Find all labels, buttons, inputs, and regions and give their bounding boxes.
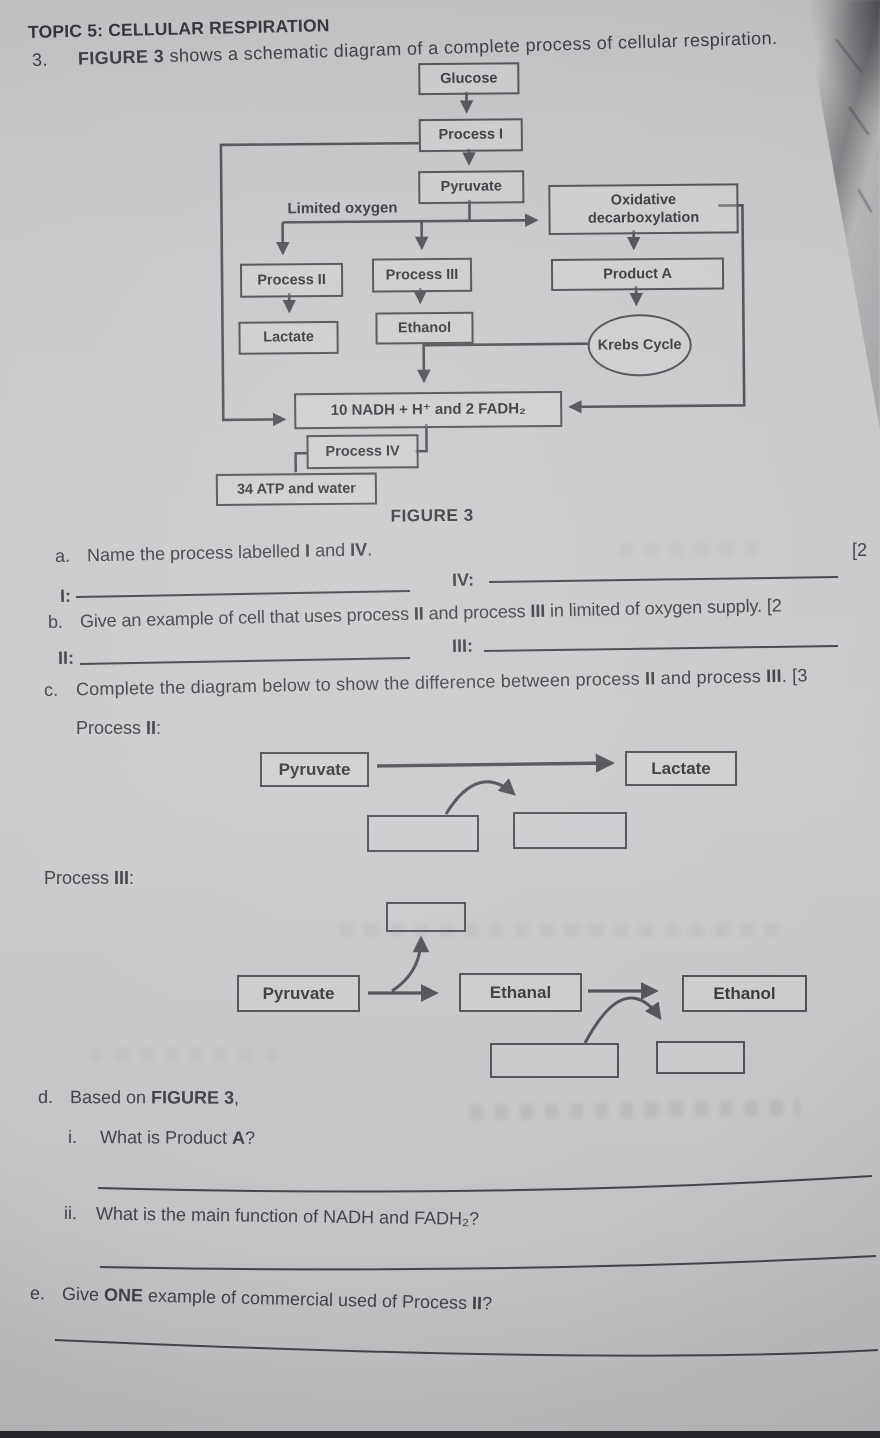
process3-label-text: Process [44, 868, 115, 888]
answer-line-IV [488, 576, 839, 583]
c3-empty-box-top [386, 902, 466, 932]
c2-empty-box-right [513, 812, 627, 849]
process3-diagram-label: Process III: [44, 868, 134, 889]
curved-arrow-process2-cofactor [444, 778, 516, 815]
answer-line-II [79, 657, 411, 665]
c3-pyruvate-box: Pyruvate [237, 975, 360, 1012]
process3-label-colon: : [129, 868, 135, 888]
figure3-flowchart: Glucose Process I Pyruvate Limited oxyge… [0, 0, 880, 544]
c3-empty-box-bottom-right [656, 1041, 745, 1074]
answer-line-III [483, 645, 839, 652]
arrow-pyruvate-to-oxidative [282, 213, 539, 228]
process2-label-colon: : [156, 718, 162, 738]
answer-line-d-i [97, 1175, 873, 1193]
question-a-marks: [2 [852, 540, 868, 560]
scan-bottom-edge [0, 1431, 880, 1438]
process2-diagram-label: Process II: [76, 718, 161, 739]
answer-line-d-ii [99, 1255, 877, 1271]
arrow-process1-to-nadh [219, 141, 419, 427]
elbow-nadh-to-process4 [415, 424, 428, 453]
arrow-oxidative-to-nadh [568, 204, 746, 414]
curved-arrow-to-top-box [391, 935, 430, 993]
process3-label-bold: III [114, 868, 130, 888]
c2-pyruvate-box: Pyruvate [260, 752, 369, 787]
c3-empty-box-bottom-left [490, 1043, 619, 1078]
arrow-krebs-to-nadh [417, 342, 588, 384]
elbow-process4-to-atp [294, 451, 307, 473]
flowchart-arrows [219, 91, 746, 473]
process2-label-bold: II [146, 718, 157, 738]
comparison-arrows [368, 753, 662, 1044]
c2-lactate-box: Lactate [625, 751, 737, 786]
c2-empty-box-left [367, 815, 479, 852]
answer-line-I [75, 590, 411, 598]
answer-line-e [54, 1339, 879, 1357]
process2-label-text: Process [76, 718, 147, 738]
arrow-pyruvate-to-lactate [376, 753, 615, 773]
c3-ethanal-box: Ethanal [459, 973, 582, 1012]
c3-ethanol-box: Ethanol [682, 975, 807, 1012]
curved-arrow-process3-cofactor [583, 996, 662, 1044]
comparison-diagrams: Process II: Pyruvate Lactate Process III… [0, 700, 880, 1090]
